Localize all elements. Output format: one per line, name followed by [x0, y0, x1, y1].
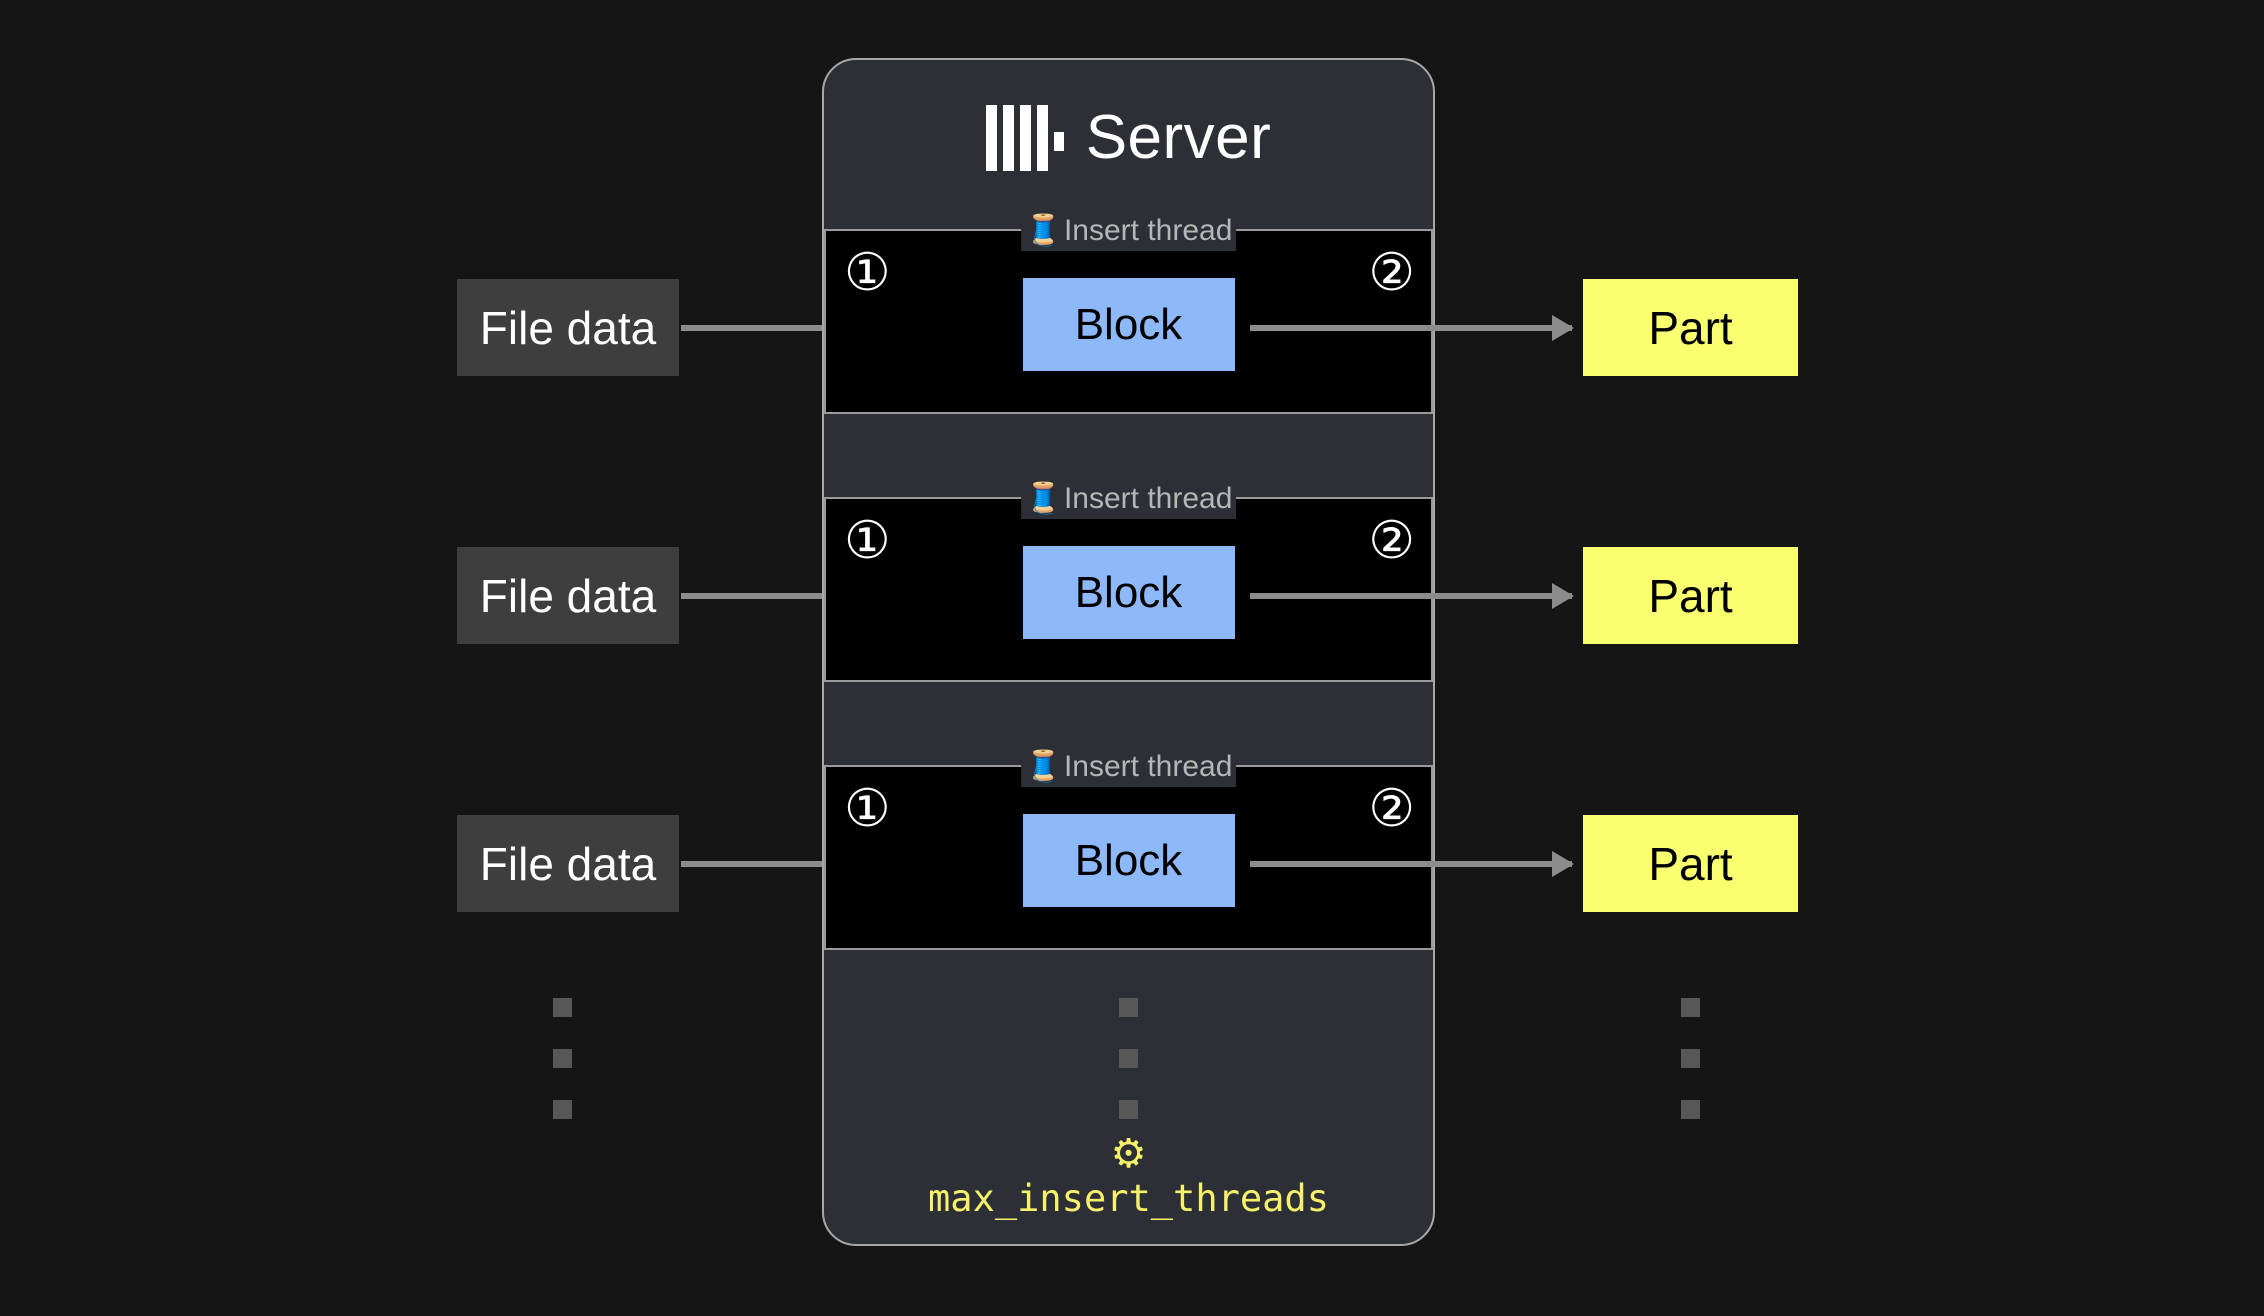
ellipsis-middle	[1119, 998, 1138, 1119]
step-number-out-3: ②	[1368, 780, 1415, 838]
server-title-label: Server	[1085, 103, 1272, 172]
part-box-1: Part	[1583, 279, 1798, 376]
block-box-3: Block	[1022, 814, 1235, 907]
insert-thread-label: Insert thread	[1063, 482, 1233, 515]
ellipsis-right	[1681, 998, 1700, 1119]
clickhouse-logo-icon	[985, 104, 1064, 171]
ellipsis-square	[1119, 1100, 1138, 1119]
file-data-box-2: File data	[457, 547, 679, 644]
step-number-in-2: ①	[844, 512, 891, 570]
ellipsis-square	[553, 1049, 572, 1068]
server-title: Server	[824, 102, 1433, 173]
thread-spool-icon: 🧵	[1024, 482, 1062, 515]
insert-thread-label: Insert thread	[1063, 214, 1233, 247]
step-number-out-2: ②	[1368, 512, 1415, 570]
server-panel: Server 🧵 Insert thread ① ② Block 🧵 Inser…	[822, 58, 1435, 1246]
arrow-block-to-part-2	[1250, 583, 1574, 609]
insert-thread-group-2: 🧵 Insert thread ① ② Block	[824, 479, 1433, 682]
file-data-label: File data	[479, 837, 657, 890]
setting-name-label: max_insert_threads	[928, 1177, 1329, 1220]
step-number-in-1: ①	[844, 244, 891, 302]
insert-thread-group-1: 🧵 Insert thread ① ② Block	[824, 211, 1433, 414]
file-data-label: File data	[479, 569, 657, 622]
step-number-in-3: ①	[844, 780, 891, 838]
gear-icon: ⚙	[1110, 1132, 1147, 1176]
ellipsis-square	[1681, 1049, 1700, 1068]
part-label: Part	[1648, 301, 1733, 354]
ellipsis-square	[553, 998, 572, 1017]
step-number-out-1: ②	[1368, 244, 1415, 302]
part-box-2: Part	[1583, 547, 1798, 644]
insert-thread-legend-1: 🧵 Insert thread	[1020, 211, 1237, 251]
part-box-3: Part	[1583, 815, 1798, 912]
part-label: Part	[1648, 837, 1733, 890]
insert-thread-legend-3: 🧵 Insert thread	[1020, 747, 1237, 787]
arrow-block-to-part-3	[1250, 851, 1574, 877]
block-label: Block	[1074, 835, 1183, 885]
thread-spool-icon: 🧵	[1024, 214, 1062, 247]
block-box-2: Block	[1022, 546, 1235, 639]
block-label: Block	[1074, 299, 1183, 349]
arrow-block-to-part-1	[1250, 315, 1574, 341]
ellipsis-square	[1119, 1049, 1138, 1068]
ellipsis-square	[1681, 998, 1700, 1017]
block-label: Block	[1074, 567, 1183, 617]
insert-thread-legend-2: 🧵 Insert thread	[1020, 479, 1237, 519]
setting-annotation: ⚙ max_insert_threads	[822, 1133, 1435, 1221]
insert-thread-group-3: 🧵 Insert thread ① ② Block	[824, 747, 1433, 950]
file-data-box-3: File data	[457, 815, 679, 912]
file-data-label: File data	[479, 301, 657, 354]
file-data-box-1: File data	[457, 279, 679, 376]
thread-spool-icon: 🧵	[1024, 750, 1062, 783]
ellipsis-square	[553, 1100, 572, 1119]
ellipsis-square	[1119, 998, 1138, 1017]
insert-thread-label: Insert thread	[1063, 750, 1233, 783]
block-box-1: Block	[1022, 278, 1235, 371]
ellipsis-left	[553, 998, 572, 1119]
ellipsis-square	[1681, 1100, 1700, 1119]
part-label: Part	[1648, 569, 1733, 622]
